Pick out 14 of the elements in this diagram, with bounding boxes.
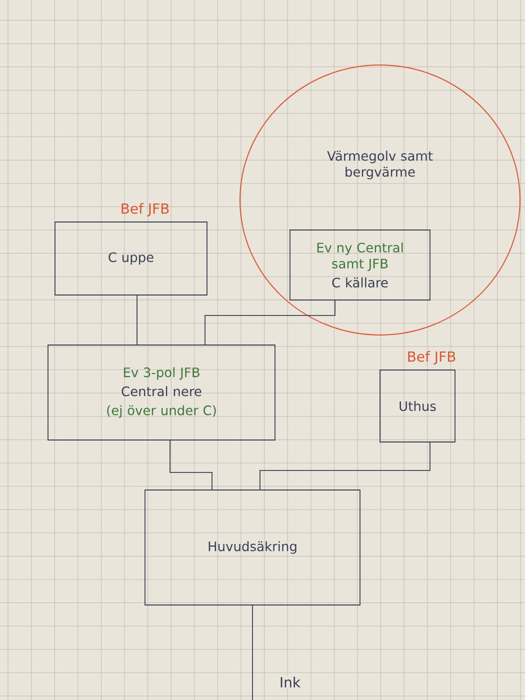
connector-line	[136, 295, 138, 345]
process-box: Huvudsäkring	[144, 490, 360, 606]
connector-line	[204, 300, 336, 345]
process-box: C uppe	[54, 222, 208, 296]
box-heading: Bef JFB	[122, 203, 169, 216]
process-box: Uthus	[380, 370, 456, 442]
connector-line	[260, 442, 430, 490]
connector-line	[252, 605, 253, 700]
connector-line	[170, 440, 212, 490]
circle-label: Värmegolv samt bergvärme	[327, 150, 433, 180]
process-box: Ev ny Central samt JFB C källare	[290, 230, 430, 300]
edge-label: Ink	[278, 676, 302, 688]
process-box: Ev 3-pol JFB Central nere (ej över under C)	[48, 344, 276, 440]
box-heading: Bef JFB	[408, 351, 456, 364]
